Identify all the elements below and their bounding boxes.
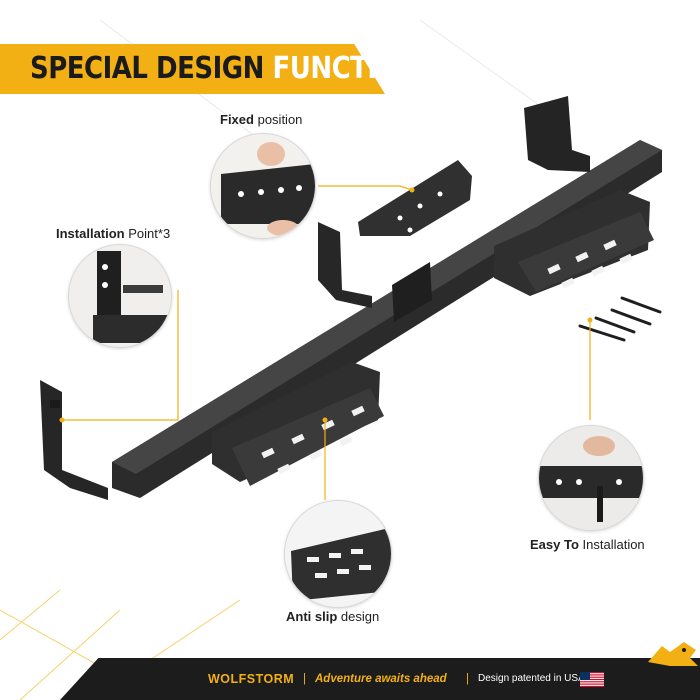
callout-install-rest: Point*3 (128, 226, 171, 241)
title-text: SPECIAL DESIGN FUNCTION (30, 49, 420, 88)
footer-slogan: Adventure awaits ahead (315, 673, 447, 685)
middle-bracket (318, 222, 372, 308)
callout-easy-installation: Easy To Installation (530, 537, 645, 552)
callout-fixed-position: Fixed position (220, 112, 302, 127)
title-banner (0, 44, 385, 94)
right-bracket (524, 96, 590, 172)
detail-installation-point (68, 244, 172, 348)
callout-fixed-bold: Fixed (220, 112, 254, 127)
hand-bracket-detail (211, 134, 315, 238)
callout-anti-slip-bold: Anti slip (286, 609, 338, 624)
footer-patent: Design patented in USA (478, 673, 585, 684)
bolts (578, 296, 662, 342)
callout-easy-bold: Easy To (530, 537, 579, 552)
step-plate-detail (285, 501, 391, 607)
footer-brand: WOLFSTORM (208, 672, 295, 686)
callout-anti-slip-rest: design (340, 609, 380, 624)
front-step-plate (232, 388, 384, 486)
footer-separator-2: | (466, 673, 469, 685)
footer-separator-1: | (303, 673, 306, 685)
main-bar-top (112, 140, 662, 474)
bracket-bolt-detail (69, 245, 171, 347)
detail-fixed-position (210, 133, 316, 239)
callout-installation-point: Installation Point*3 (56, 226, 170, 241)
bar-joint (392, 262, 432, 322)
callout-install-bold: Installation (56, 226, 125, 241)
title-word-2: FUNCTION (272, 51, 420, 87)
callout-anti-slip: Anti slip design (286, 609, 379, 624)
footer-bar: WOLFSTORM | Adventure awaits ahead | Des… (0, 642, 700, 700)
loose-plate (358, 160, 472, 236)
callout-fixed-rest: position (257, 112, 303, 127)
title-word-1: SPECIAL DESIGN (30, 51, 264, 87)
tool-installation-detail (539, 426, 643, 530)
detail-easy-installation (538, 425, 644, 531)
callout-easy-rest: Installation (582, 537, 645, 552)
wolf-logo-icon (648, 642, 698, 666)
detail-anti-slip (284, 500, 392, 608)
us-flag-icon (580, 672, 604, 687)
left-bracket (40, 380, 108, 500)
